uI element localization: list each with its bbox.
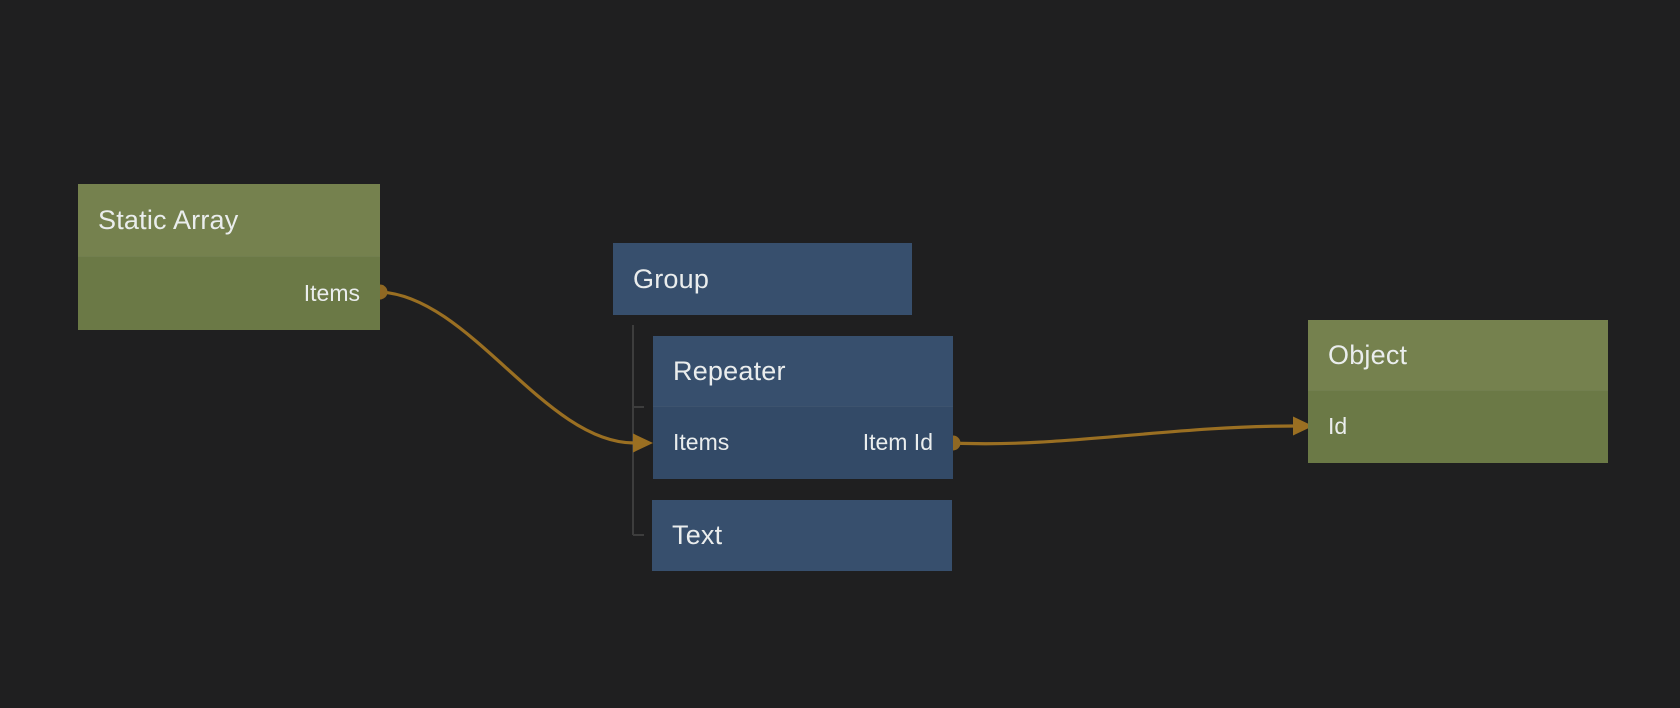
node-group-title[interactable]: Group [613, 243, 912, 315]
node-repeater[interactable]: Repeater Items Item Id [653, 336, 953, 479]
node-static-array[interactable]: Static Array Items [78, 184, 380, 330]
node-group[interactable]: Group [613, 243, 912, 315]
port-label-id-input: Id [1328, 413, 1348, 439]
connection-static-array-items-to-repeater-items[interactable] [379, 290, 635, 445]
node-static-array-title[interactable]: Static Array [78, 184, 380, 256]
connection-repeater-item-id-to-object-id[interactable] [952, 424, 1295, 446]
node-object[interactable]: Object Id [1308, 320, 1608, 463]
port-label-items-input: Items [673, 429, 730, 455]
node-object-title[interactable]: Object [1308, 320, 1608, 390]
node-static-array-ports-row[interactable]: Items [78, 256, 380, 330]
node-repeater-title[interactable]: Repeater [653, 336, 953, 406]
node-text-title[interactable]: Text [652, 500, 952, 571]
node-object-ports-row[interactable]: Id [1308, 390, 1608, 463]
port-label-items-output: Items [303, 279, 360, 306]
arrowhead-into-repeater-items-icon [633, 433, 653, 453]
node-text[interactable]: Text [652, 500, 952, 571]
hierarchy-tree-line [632, 325, 644, 536]
port-label-item-id-output: Item Id [862, 429, 933, 455]
node-repeater-ports-row[interactable]: Items Item Id [653, 406, 953, 479]
